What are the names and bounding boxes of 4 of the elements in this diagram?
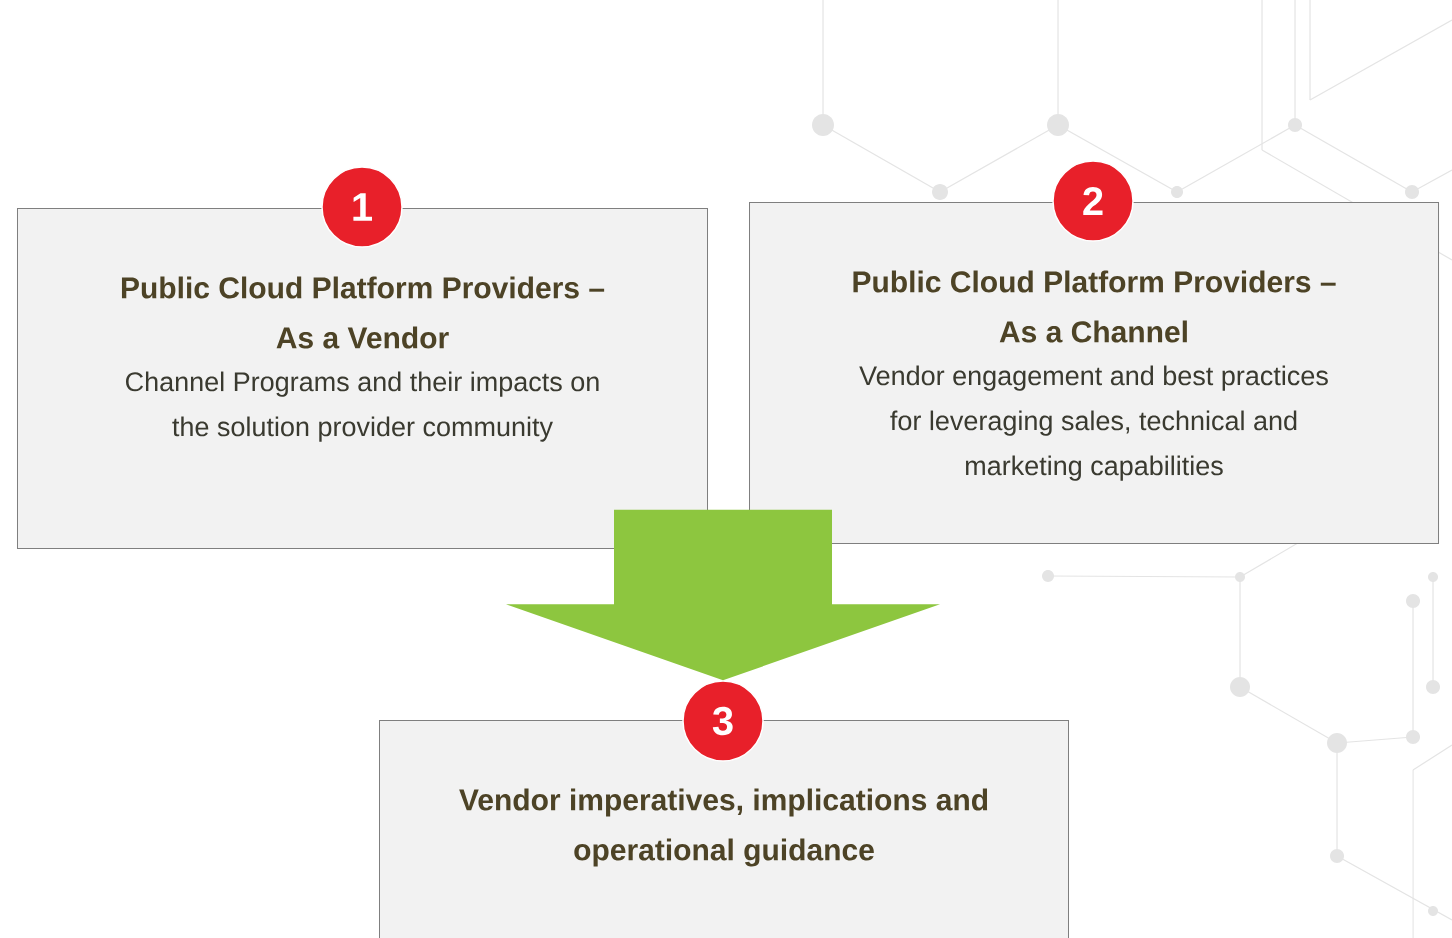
number-badge: 3 bbox=[682, 680, 764, 762]
number-badge: 2 bbox=[1052, 160, 1134, 242]
block-arrow bbox=[506, 509, 940, 681]
number-badge: 1 bbox=[321, 166, 403, 248]
